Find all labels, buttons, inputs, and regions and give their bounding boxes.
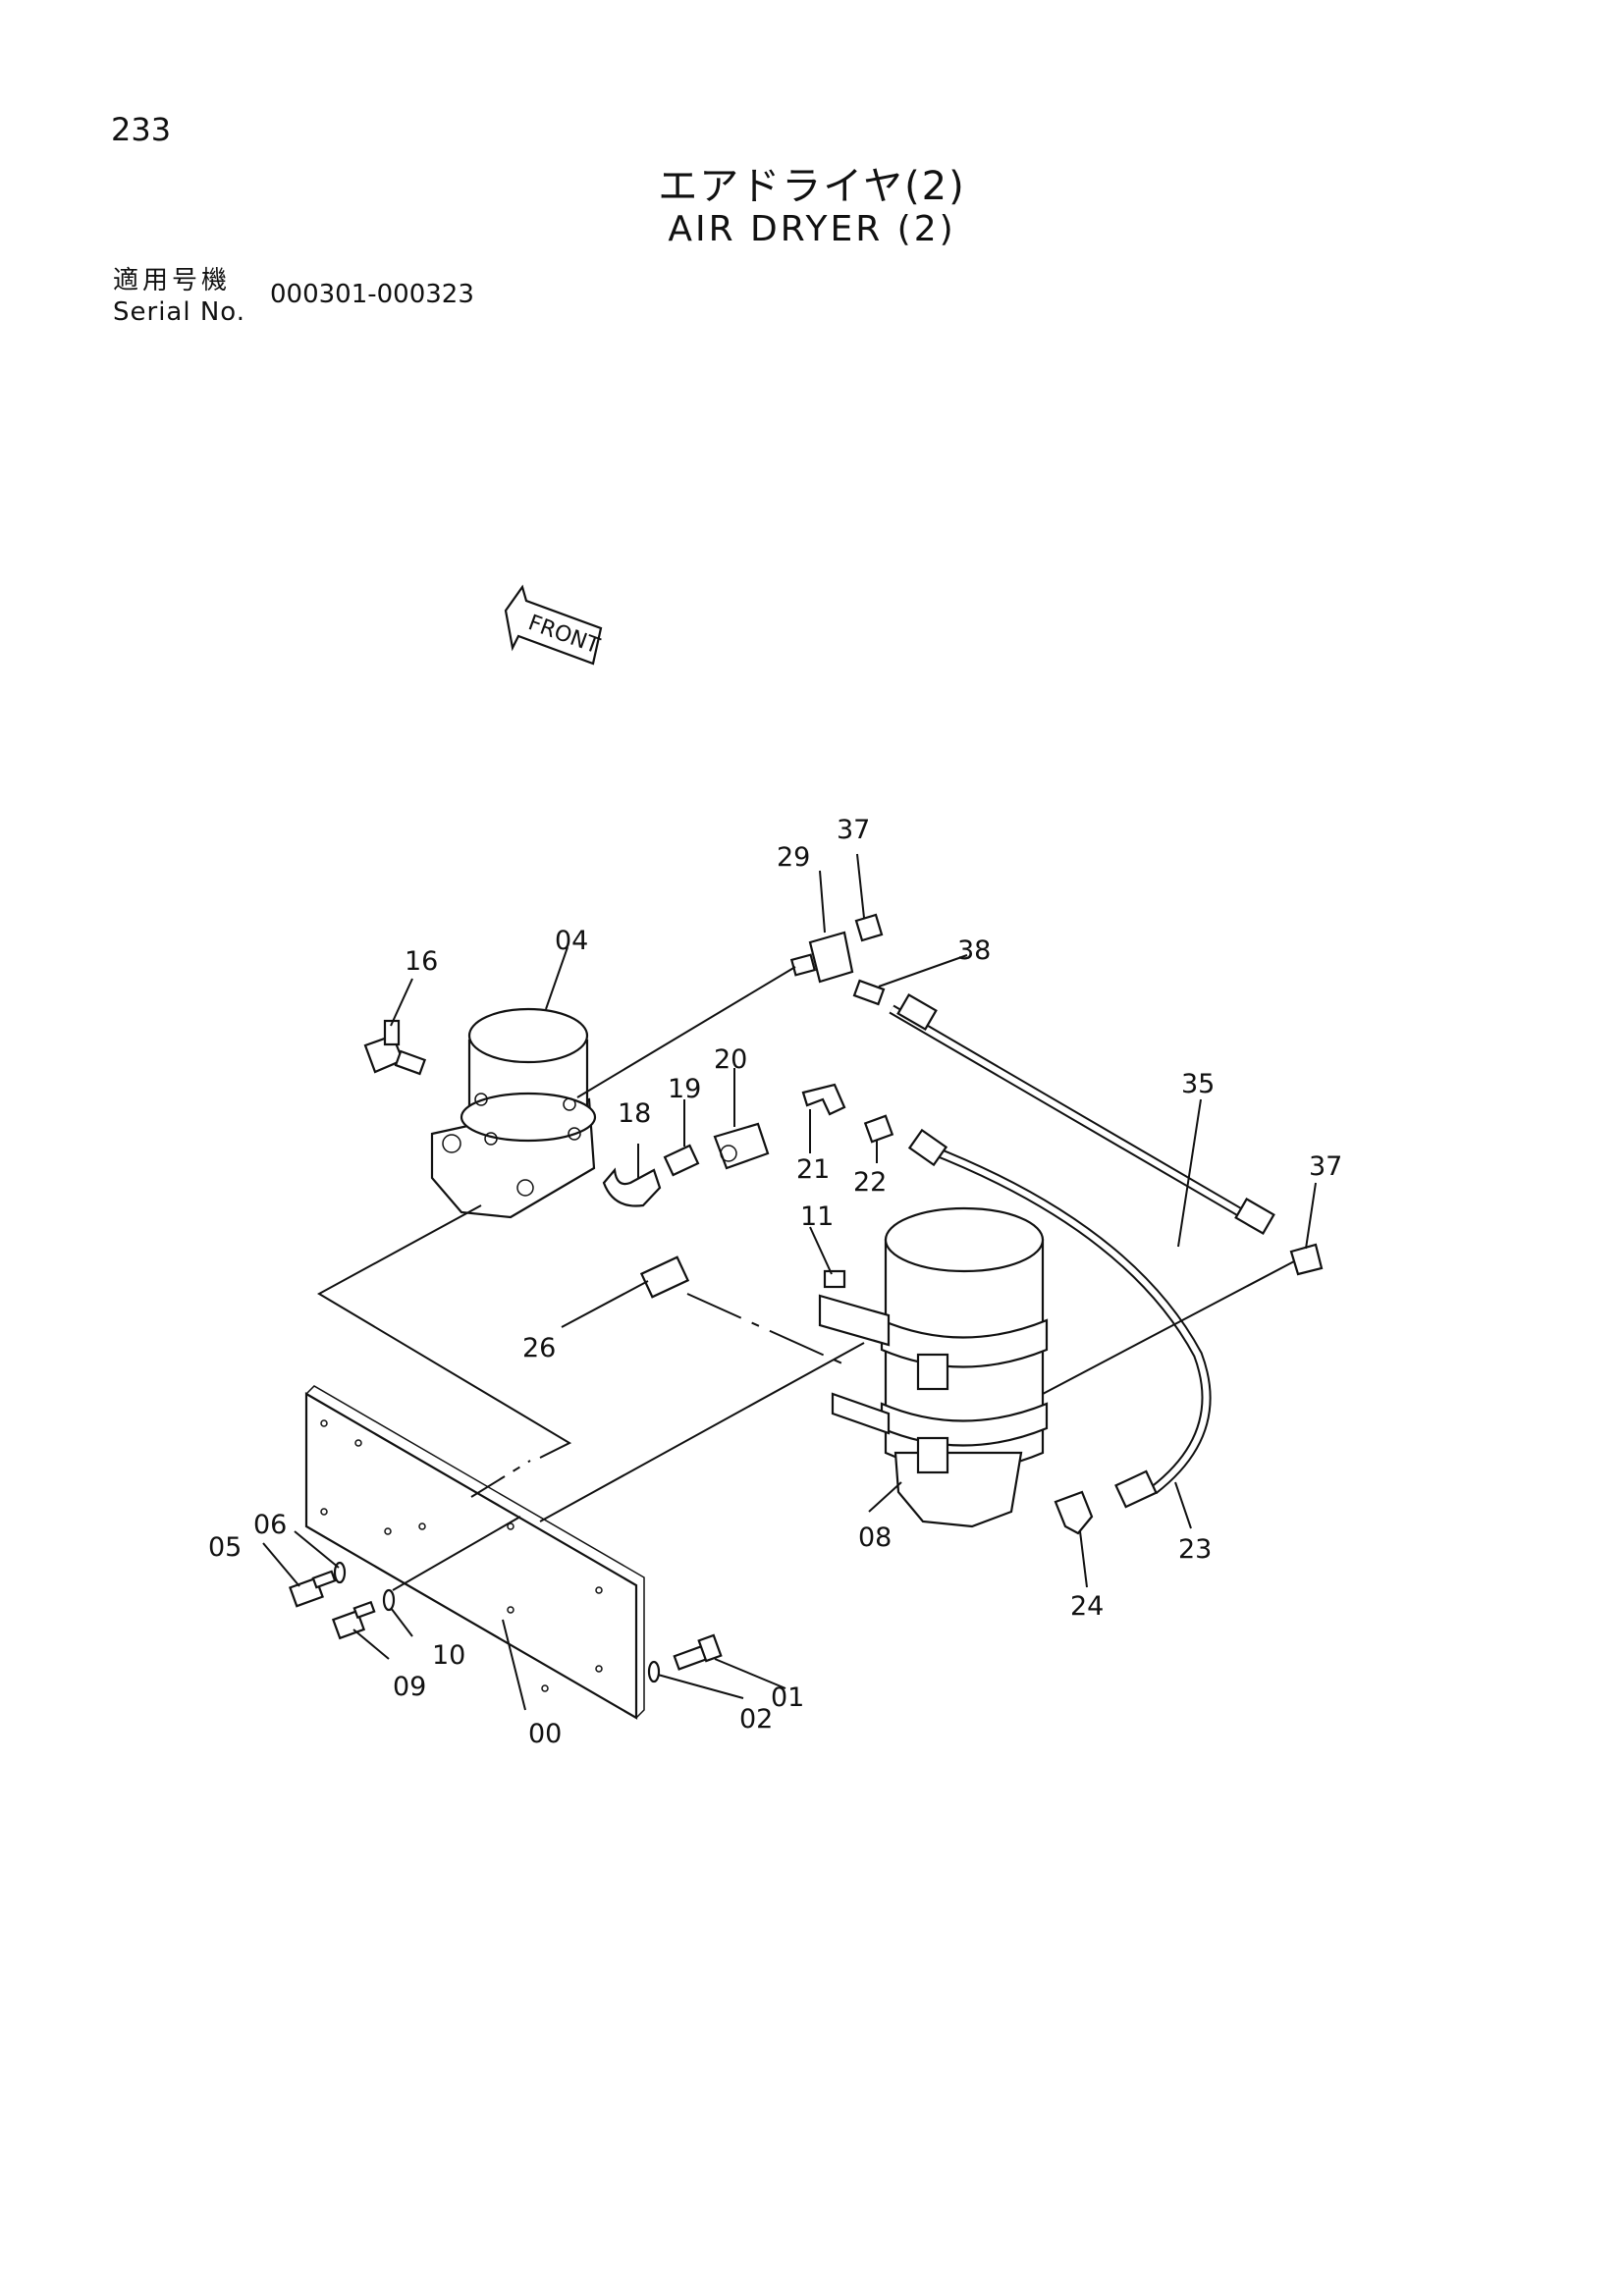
label-20: 20 (714, 1044, 747, 1075)
label-22: 22 (853, 1167, 887, 1198)
air-dryer-left (430, 1007, 597, 1219)
fittings (363, 913, 1324, 1535)
label-10: 10 (432, 1640, 465, 1671)
label-19: 19 (668, 1074, 701, 1104)
fitting-37-top (854, 913, 884, 942)
hoses (889, 992, 1275, 1509)
serial-label-japanese: 適用号機 (113, 266, 232, 295)
front-arrow-icon: FRONT (504, 584, 603, 666)
label-38: 38 (957, 935, 991, 966)
part-labels: 16 04 18 19 20 21 22 29 37 38 35 37 11 2… (208, 815, 1342, 1749)
label-04: 04 (555, 926, 588, 956)
page-title-english: AIR DRYER (2) (668, 209, 956, 249)
serial-range: 000301-000323 (270, 280, 474, 309)
serial-label-english: Serial No. (113, 297, 245, 327)
elbow-18 (602, 1167, 662, 1207)
page-number: 233 (111, 111, 172, 148)
elbow-24 (1054, 1490, 1094, 1535)
fitting-16-barb (394, 1049, 427, 1076)
fitting-16-stem (383, 1019, 401, 1046)
elbow-21 (801, 1083, 846, 1116)
fitting-37-right (1289, 1243, 1324, 1276)
label-05: 05 (208, 1532, 242, 1563)
label-37-right: 37 (1309, 1151, 1342, 1182)
page-title-japanese: エアドライヤ(2) (658, 164, 966, 209)
label-24: 24 (1070, 1591, 1104, 1622)
air-dryer-right (818, 1206, 1049, 1528)
leader-lines (262, 853, 1317, 1711)
label-08: 08 (858, 1522, 892, 1553)
nut-11 (823, 1269, 846, 1289)
washer-10 (382, 1588, 396, 1612)
nipple-22 (863, 1114, 894, 1144)
label-29: 29 (777, 842, 810, 873)
label-01: 01 (771, 1682, 804, 1713)
mounting-plate (304, 1385, 645, 1720)
label-23: 23 (1178, 1534, 1212, 1565)
label-06: 06 (253, 1510, 287, 1540)
label-09: 09 (393, 1672, 426, 1702)
nipple-26 (639, 1255, 690, 1299)
assembly-lines (316, 966, 1295, 1591)
label-00: 00 (528, 1719, 562, 1749)
label-18: 18 (618, 1098, 651, 1129)
tee-20 (713, 1122, 770, 1170)
nipple-19 (663, 1144, 700, 1177)
label-02: 02 (739, 1704, 773, 1735)
washer-02 (647, 1660, 661, 1683)
adapter-38 (852, 979, 886, 1006)
label-35: 35 (1181, 1069, 1215, 1099)
label-26: 26 (522, 1333, 556, 1363)
label-21: 21 (796, 1154, 830, 1185)
block-29 (808, 931, 854, 984)
label-37-top: 37 (837, 815, 870, 845)
label-16: 16 (405, 946, 438, 977)
label-11: 11 (800, 1201, 834, 1232)
